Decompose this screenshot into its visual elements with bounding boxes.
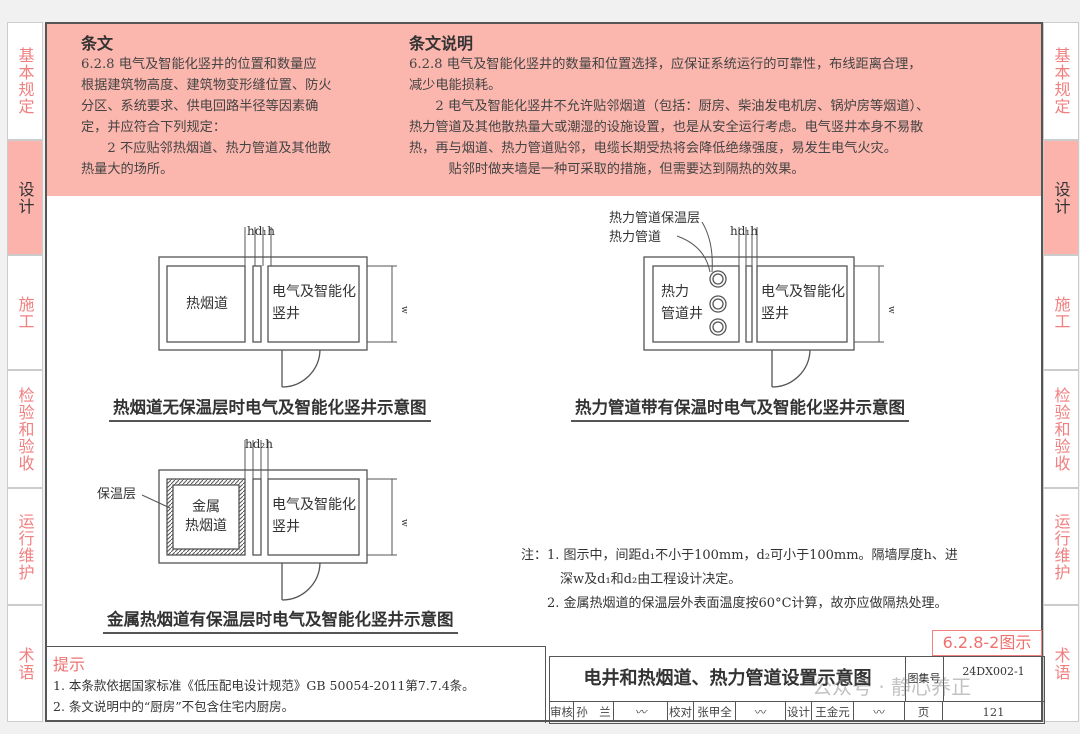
room-label: 金属 — [192, 499, 220, 515]
text-line: 6.2.8 电气及智能化竖井的位置和数量应 — [81, 57, 317, 72]
clause-band: 条文 6.2.8 电气及智能化竖井的位置和数量应根据建筑物高度、建筑物变形缝位置… — [47, 24, 1041, 196]
text-line: 减少电能损耗。 — [409, 78, 502, 93]
diagram-pipe-insulated: hd₁h w 热力管道保温层 热力管道 热力 管道井 电气及智能化 竖井 — [609, 211, 896, 388]
clause-heading: 条文 — [81, 34, 114, 53]
room-label: 电气及智能化 — [761, 284, 845, 300]
check-label: 校对 — [668, 702, 694, 722]
side-tab-basic[interactable]: 基本规定 — [1043, 22, 1079, 140]
pipe-label: 热力管道 — [609, 230, 661, 245]
side-tab-construction[interactable]: 施工 — [1043, 255, 1079, 370]
room-label: 热力 — [661, 284, 689, 300]
diagram-no-insulation: hd₁h w 热烟道 电气及智能化 竖井 — [158, 224, 409, 388]
hint-heading: 提示 — [53, 655, 86, 674]
checker: 张甲全 — [694, 702, 736, 722]
room-label: 热烟道 — [186, 296, 228, 312]
text-line: 根据建筑物高度、建筑物变形缝位置、防火 — [81, 78, 332, 93]
text-line: 深w及d₁和d₂由工程设计决定。 — [521, 572, 742, 587]
designer: 王金元 — [812, 702, 854, 722]
page-label: 页 — [905, 702, 943, 722]
dim-top: hd₂h — [245, 437, 273, 451]
text-line: 2 电气及智能化竖井不允许贴邻烟道（包括：厨房、柴油发电机房、锅炉房等烟道）、 — [409, 99, 930, 114]
caption-no-insulation: 热烟道无保温层时电气及智能化竖井示意图 — [109, 394, 431, 422]
side-tab-terms[interactable]: 术语 — [1043, 605, 1079, 722]
hint-text: 1. 本条款依据国家标准《低压配电设计规范》GB 50054-2011第7.7.… — [53, 675, 475, 717]
text-line: 分区、系统要求、供电回路半径等因素确 — [81, 99, 319, 114]
side-tab-construction[interactable]: 施工 — [7, 255, 43, 370]
notes: 注：1. 图示中，间距d₁不小于100mm，d₂可小于100mm。隔墙厚度h、进… — [521, 544, 958, 616]
text-line: 6.2.8 电气及智能化竖井的数量和位置选择，应保证系统运行的可靠性，布线距离合… — [409, 57, 922, 72]
clause-section: 条文 6.2.8 电气及智能化竖井的位置和数量应根据建筑物高度、建筑物变形缝位置… — [81, 30, 381, 180]
room-label: 热烟道 — [185, 518, 227, 534]
insulation-label: 保温层 — [97, 487, 136, 502]
drawing-title: 电井和热烟道、热力管道设置示意图 — [550, 657, 906, 702]
design-label: 设计 — [786, 702, 812, 722]
document-page: 条文 6.2.8 电气及智能化竖井的位置和数量应根据建筑物高度、建筑物变形缝位置… — [45, 22, 1045, 724]
reviewer: 孙 兰 — [574, 702, 614, 722]
caption-metal-flue: 金属热烟道有保温层时电气及智能化竖井示意图 — [103, 606, 458, 634]
room-label: 管道井 — [661, 306, 703, 322]
text-line: 2. 条文说明中的“厨房”不包含住宅内厨房。 — [53, 699, 295, 714]
room-label: 电气及智能化 — [272, 284, 356, 300]
watermark: 公众号 · 静心养正 — [812, 675, 972, 699]
figure-tag: 6.2.8-2图示 — [932, 630, 1042, 656]
dim-side: w — [399, 519, 409, 527]
text-line: 2 不应贴邻热烟道、热力管道及其他散 — [81, 141, 331, 156]
checker-signature: 〰 — [736, 702, 786, 722]
door-icon — [771, 349, 811, 388]
text-line: 热力管道及其他散热量大或潮湿的设施设置，也是从安全运行考虑。电气竖井本身不易散 — [409, 120, 924, 135]
dim-side: w — [399, 306, 409, 314]
door-icon — [281, 349, 321, 388]
explanation-text: 6.2.8 电气及智能化竖井的数量和位置选择，应保证系统运行的可靠性，布线距离合… — [409, 54, 1029, 180]
side-tab-design[interactable]: 设计 — [1043, 140, 1079, 255]
room-label: 竖井 — [272, 519, 300, 535]
dim-side: w — [886, 306, 896, 314]
text-line: 1. 本条款依据国家标准《低压配电设计规范》GB 50054-2011第7.7.… — [53, 678, 475, 693]
explanation-section: 条文说明 6.2.8 电气及智能化竖井的数量和位置选择，应保证系统运行的可靠性，… — [409, 30, 1029, 180]
room-label: 电气及智能化 — [272, 497, 356, 513]
title-block: 电井和热烟道、热力管道设置示意图 图集号 24DX002-1 审核 孙 兰 〰 … — [549, 656, 1045, 724]
side-tab-design[interactable]: 设计 — [7, 140, 43, 255]
hint-box: 提示 1. 本条款依据国家标准《低压配电设计规范》GB 50054-2011第7… — [45, 646, 546, 723]
reviewer-signature: 〰 — [614, 702, 668, 722]
side-tab-basic[interactable]: 基本规定 — [7, 22, 43, 140]
room-label: 竖井 — [272, 306, 300, 322]
page-number: 121 — [982, 705, 1005, 719]
text-line: 定，并应符合下列规定： — [81, 120, 227, 135]
dim-top: hd₁h — [730, 224, 758, 238]
dim-top: hd₁h — [247, 224, 275, 238]
text-line: 贴邻时做夹墙是一种可采取的措施，但需要达到隔热的效果。 — [409, 162, 805, 177]
text-line: 热量大的场所。 — [81, 162, 174, 177]
room-label: 竖井 — [761, 306, 789, 322]
atlas-number: 24DX002-1 — [943, 657, 1044, 702]
text-line: 注：1. 图示中，间距d₁不小于100mm，d₂可小于100mm。隔墙厚度h、进 — [521, 548, 958, 563]
caption-pipe-insulated: 热力管道带有保温时电气及智能化竖井示意图 — [571, 394, 909, 422]
text-line: 2. 金属热烟道的保温层外表面温度按60°C计算，故亦应做隔热处理。 — [521, 596, 948, 611]
side-tab-inspection[interactable]: 检验和验收 — [1043, 370, 1079, 488]
side-tab-operation[interactable]: 运行维护 — [7, 488, 43, 605]
review-label: 审核 — [550, 702, 574, 722]
side-tab-inspection[interactable]: 检验和验收 — [7, 370, 43, 488]
side-tab-terms[interactable]: 术语 — [7, 605, 43, 722]
insulation-label: 热力管道保温层 — [609, 211, 700, 226]
text-line: 热，再与烟道、热力管道贴邻，电缆长期受热将会降低绝缘强度，易发生电气火灾。 — [409, 141, 897, 156]
door-icon — [281, 562, 321, 601]
side-tab-operation[interactable]: 运行维护 — [1043, 488, 1079, 605]
diagrams: hd₁h w 热烟道 电气及智能化 竖井 hd₁h w 热力管道保温层 热力管道… — [97, 211, 896, 601]
diagram-metal-flue-insulated: hd₂h w 保温层 金属 热烟道 电气及智能化 竖井 — [97, 437, 409, 601]
designer-signature: 〰 — [854, 702, 905, 722]
atlas-label: 图集号 — [905, 657, 944, 702]
clause-text: 6.2.8 电气及智能化竖井的位置和数量应根据建筑物高度、建筑物变形缝位置、防火… — [81, 54, 381, 180]
explanation-heading: 条文说明 — [409, 34, 474, 53]
